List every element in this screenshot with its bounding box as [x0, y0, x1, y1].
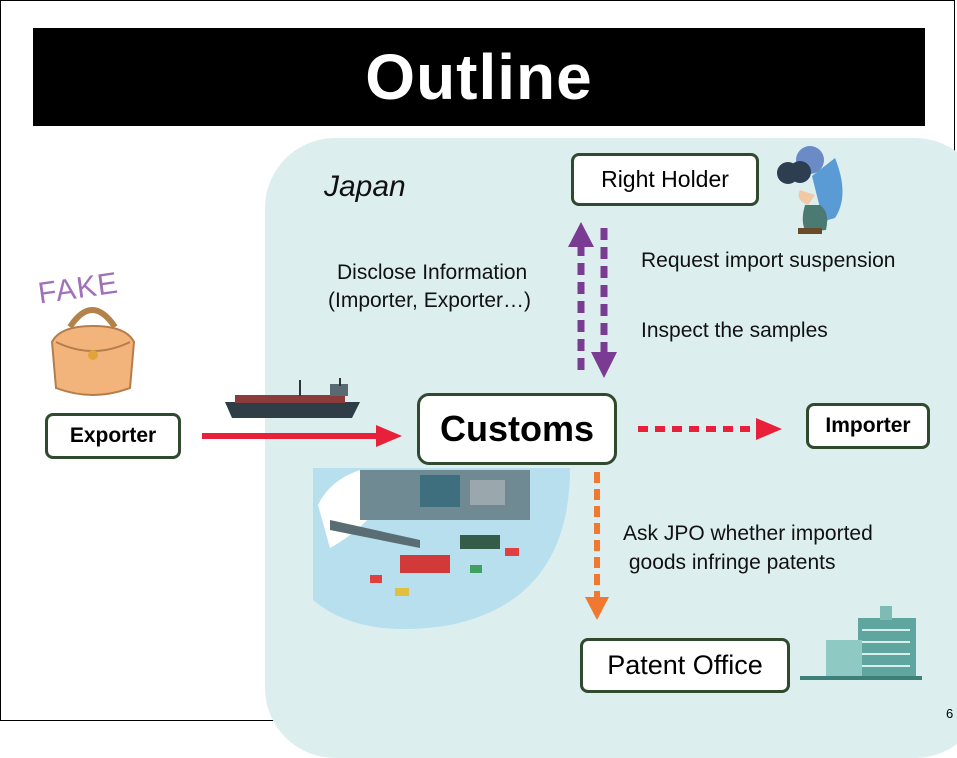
patent-office-box: Patent Office [580, 638, 790, 693]
ship-icon [225, 378, 360, 418]
disclose-arrow [568, 222, 594, 370]
inspect-label: Inspect the samples [641, 319, 828, 342]
import-arrow [638, 418, 782, 440]
handbag-icon [50, 307, 136, 396]
ask-jpo-label-line2: goods infringe patents [623, 551, 836, 574]
importer-box: Importer [806, 403, 930, 449]
diagram-graphics [50, 146, 922, 680]
binoculars-person-icon [777, 146, 843, 234]
ask-jpo-label-line1: Ask JPO whether imported [623, 522, 873, 545]
title-bar: Outline [33, 28, 925, 126]
right-holder-box: Right Holder [571, 153, 759, 206]
disclose-label-line2: (Importer, Exporter…) [328, 289, 532, 312]
ask-jpo-arrow [585, 472, 609, 620]
slide-title: Outline [365, 41, 593, 113]
exporter-box: Exporter [45, 413, 181, 459]
export-arrow [202, 425, 402, 447]
disclose-label-line1: Disclose Information [337, 261, 528, 284]
customs-box: Customs [417, 393, 617, 465]
building-icon [800, 606, 922, 680]
page-number: 6 [946, 706, 954, 721]
port-illustration [313, 468, 570, 630]
request-label: Request import suspension [641, 249, 896, 272]
request-arrow [591, 228, 617, 378]
japan-label: Japan [324, 170, 406, 203]
